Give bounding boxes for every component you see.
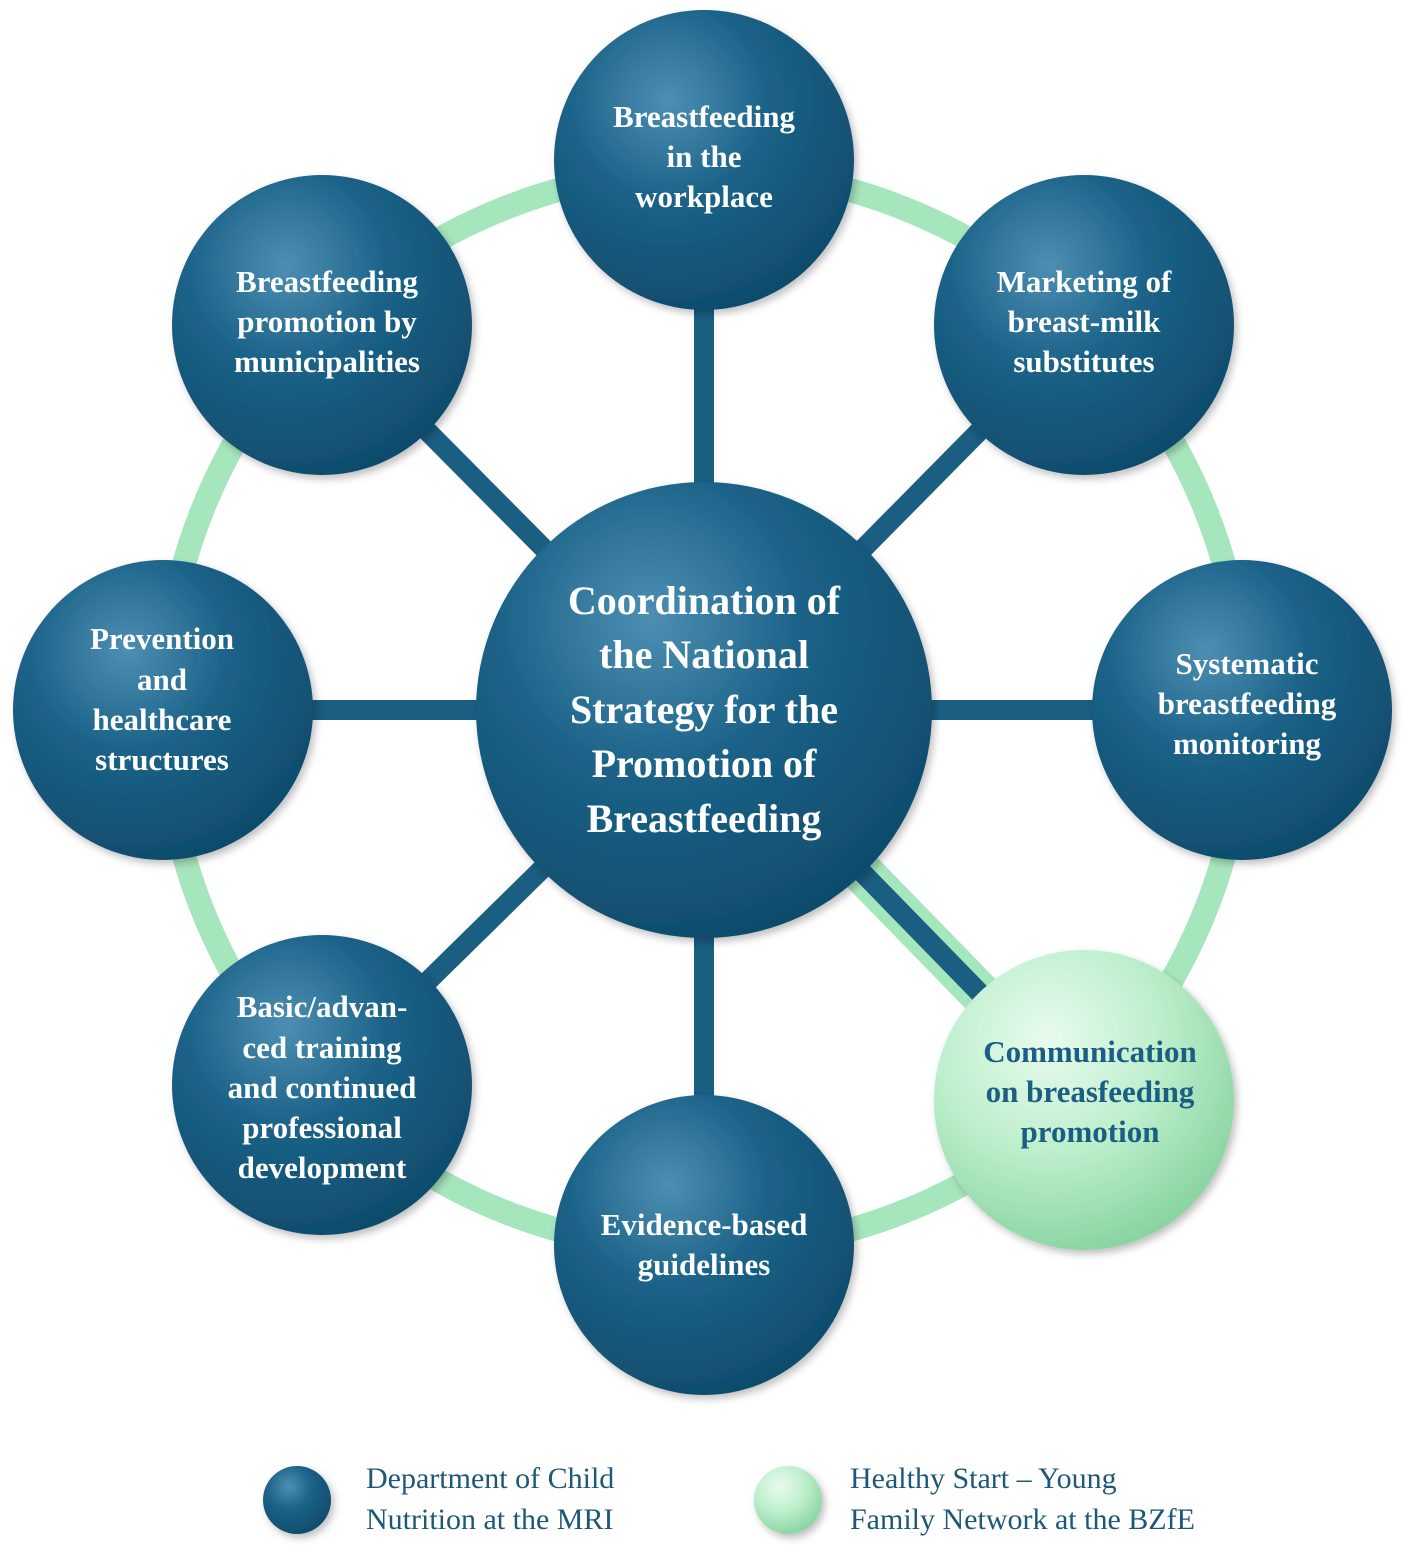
node-label-line: healthcare [92, 702, 232, 737]
legend-label-green: Healthy Start – Young Family Network at … [850, 1459, 1195, 1541]
node-circle-communication [934, 950, 1234, 1250]
node-label-line: Marketing of [996, 263, 1172, 299]
legend-label-line: Healthy Start – Young [850, 1462, 1117, 1495]
node-label-line: and continued [227, 1069, 417, 1105]
node-label-line: structures [95, 742, 229, 778]
node-label-line: Basic/advan- [236, 989, 408, 1025]
node-label-line: guidelines [637, 1247, 771, 1282]
center-label: Coordination of the National Strategy fo… [514, 560, 894, 860]
node-label-guidelines: Evidence-based guidelines [569, 1145, 839, 1345]
node-label-line: development [237, 1150, 407, 1186]
node-label-line: Communication [983, 1033, 1197, 1069]
node-label-workplace: Breastfeeding in the workplace [569, 57, 839, 257]
node-label-line: promotion by [237, 303, 417, 339]
node-label-line: Breastfeeding [613, 98, 795, 134]
center-label-line: the National [599, 632, 809, 678]
node-label-line: Breastfeeding [236, 263, 418, 299]
legend-label-line: Family Network at the BZfE [850, 1502, 1195, 1536]
legend-markers [263, 1466, 822, 1534]
node-label-line: and [137, 661, 187, 697]
legend-label-blue: Department of Child Nutrition at the MRI [366, 1459, 614, 1541]
node-circles [13, 10, 1392, 1395]
node-label-line: ced training [242, 1029, 402, 1065]
node-label-line: breast-milk [1007, 303, 1161, 339]
node-circle-workplace [554, 10, 854, 310]
node-label-line: municipalities [233, 344, 420, 380]
node-label-line: workplace [635, 179, 773, 215]
node-label-monitoring: Systematic breastfeeding monitoring [1112, 604, 1382, 804]
node-label-line: monitoring [1172, 726, 1322, 762]
node-label-municipalities: Breastfeeding promotion by municipalitie… [192, 222, 462, 422]
node-label-line: breastfeeding [1157, 685, 1337, 721]
center-label-line: Breastfeeding [586, 795, 822, 841]
node-label-prevention: Prevention and healthcare structures [27, 600, 297, 800]
node-label-line: Prevention [89, 621, 235, 657]
node-label-line: Systematic [1175, 645, 1319, 681]
legend-label-line: Department of Child [366, 1462, 615, 1495]
legend-label-line: Nutrition at the MRI [366, 1502, 614, 1536]
node-label-marketing: Marketing of breast-milk substitutes [949, 222, 1219, 422]
node-label-line: promotion [1020, 1114, 1160, 1150]
node-label-training: Basic/advan- ced training and continued … [187, 988, 457, 1188]
center-label-line: Coordination of [567, 578, 841, 624]
node-label-line: professional [242, 1110, 402, 1146]
center-node-circle [476, 482, 932, 938]
node-circle-monitoring [1092, 560, 1392, 860]
node-circle-guidelines [554, 1095, 854, 1395]
node-label-line: in the [666, 138, 742, 174]
node-label-line: substitutes [1013, 344, 1155, 380]
center-label-line: Strategy for the [569, 686, 839, 732]
node-label-communication: Communication on breasfeeding promotion [955, 992, 1225, 1192]
node-circle-prevention [13, 560, 313, 860]
node-label-line: on breasfeeding [985, 1073, 1195, 1109]
node-label-line: Evidence-based [600, 1206, 808, 1242]
legend-marker-blue [263, 1466, 331, 1534]
center-label-line: Promotion of [591, 741, 817, 787]
legend-marker-green [754, 1466, 822, 1534]
node-circle-training [172, 935, 472, 1235]
node-circle-municipalities [172, 175, 472, 475]
node-circle-marketing [934, 175, 1234, 475]
